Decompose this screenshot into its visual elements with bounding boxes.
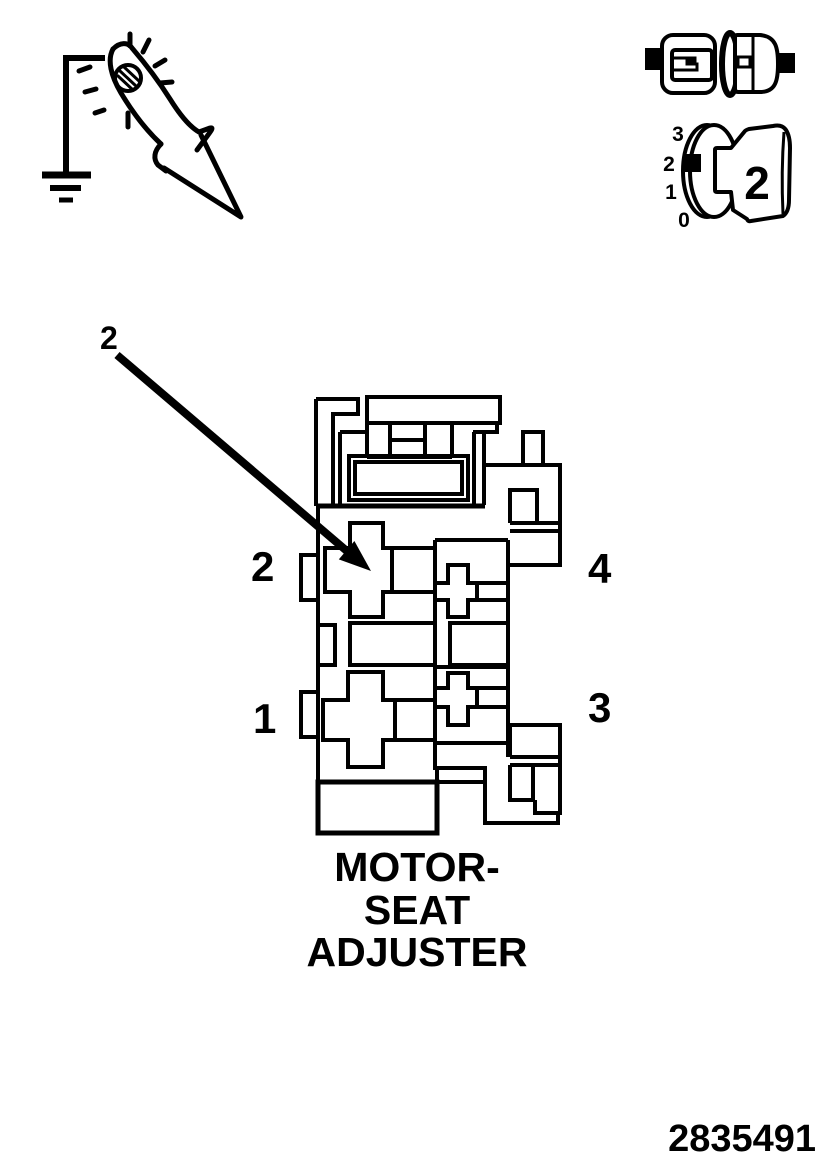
pin-1-cavity — [321, 670, 437, 769]
pin-label-2: 2 — [251, 543, 274, 590]
pin-label-1: 1 — [253, 695, 276, 742]
terminal-connector-icon — [645, 30, 795, 98]
connector-left-edge — [299, 506, 337, 782]
arrowhead — [338, 541, 371, 571]
pin-3-cavity — [433, 665, 510, 745]
part-number: 2835491 — [668, 1118, 816, 1160]
rotary-dial-icon: 3 2 1 0 2 — [663, 123, 792, 232]
dial-scale-label-0: 0 — [678, 209, 690, 232]
pin-label-3: 3 — [588, 684, 611, 731]
callout-arrow — [114, 351, 371, 571]
ground-symbol-icon — [42, 55, 105, 203]
component-name-line-2: SEAT — [364, 887, 470, 933]
component-name: MOTOR- SEAT ADJUSTER — [307, 844, 528, 975]
pin-2-cavity — [323, 521, 437, 619]
dial-knob — [713, 123, 792, 224]
left-wire-stub — [645, 48, 663, 70]
right-wire-stub — [777, 53, 795, 73]
test-light-bulb — [113, 63, 143, 93]
center-left-cavity — [348, 621, 437, 667]
terminal-blade — [672, 56, 699, 72]
connector-right-lower-block — [508, 723, 562, 815]
dial-selected-value: 2 — [744, 157, 770, 209]
light-rays — [76, 31, 175, 130]
probe-tip — [161, 132, 244, 220]
dial-scale-label-1: 1 — [665, 181, 677, 204]
dial-scale-label-2: 2 — [663, 153, 675, 176]
connector-bottom-section — [315, 743, 560, 836]
component-name-line-1: MOTOR- — [334, 844, 500, 890]
component-name-line-3: ADJUSTER — [307, 929, 528, 975]
connector-top-lock — [314, 395, 502, 509]
pin-label-4: 4 — [588, 545, 612, 592]
callout-label: 2 — [100, 320, 118, 356]
dial-scale-label-3: 3 — [672, 123, 684, 146]
pin-4-cavity — [433, 538, 510, 623]
center-right-cavity — [448, 621, 510, 667]
test-light-icon — [76, 31, 244, 220]
connector-face-diagram — [299, 395, 562, 836]
dial-position-marker — [684, 154, 701, 172]
